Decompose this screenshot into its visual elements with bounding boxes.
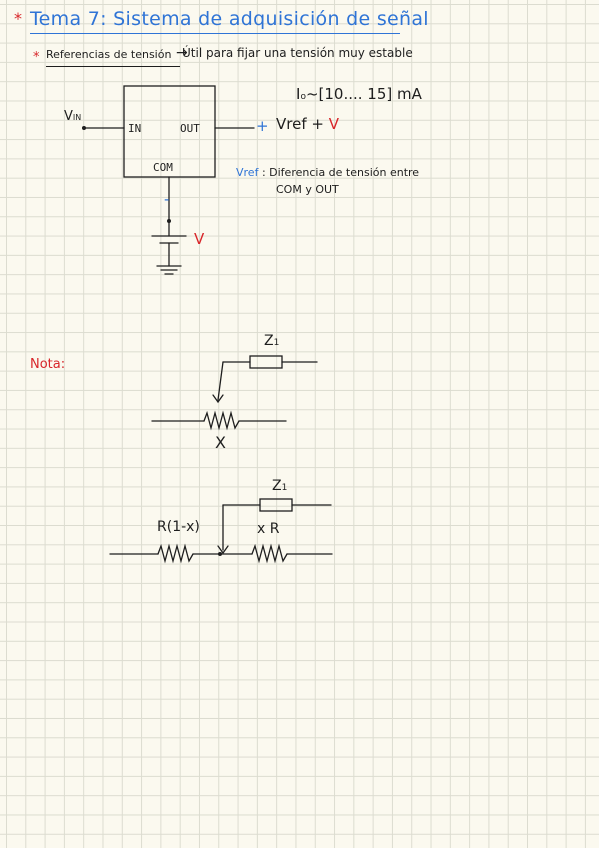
arrow-right-icon: → bbox=[176, 45, 188, 61]
section-description: Útil para fijar una tensión muy estable bbox=[182, 46, 413, 60]
page-title: Tema 7: Sistema de adquisición de señal bbox=[30, 8, 429, 30]
bullet-mark: * bbox=[14, 9, 22, 28]
minus-sign: - bbox=[164, 190, 170, 208]
title-underline bbox=[30, 33, 400, 34]
z1-label-3: Z1 bbox=[272, 478, 288, 494]
battery-v-label: V bbox=[194, 230, 205, 248]
wiper-line bbox=[217, 361, 224, 401]
section-heading-underline bbox=[46, 66, 180, 67]
vref-definition: Vref : Diferencia de tensión entre bbox=[236, 166, 420, 179]
x-label: X bbox=[215, 433, 226, 452]
z1-label-2: Z1 bbox=[264, 333, 280, 349]
wiper-arrow bbox=[212, 394, 224, 404]
plus-sign: + bbox=[256, 117, 269, 135]
pin-com-label: COM bbox=[153, 161, 173, 174]
pot-resistor bbox=[203, 410, 240, 431]
section-heading: Referencias de tensión bbox=[46, 48, 172, 61]
current-range: Io~[10.... 15] mA bbox=[296, 85, 422, 103]
vin-label: VIN bbox=[64, 109, 82, 124]
z1-resistor-2 bbox=[249, 355, 283, 369]
pin-out-label: OUT bbox=[180, 122, 200, 135]
z1-resistor-3 bbox=[259, 498, 293, 512]
resistor-r-1-x bbox=[157, 543, 194, 564]
pin-in-label: IN bbox=[128, 122, 142, 135]
vref-out-label: Vref + V bbox=[276, 115, 339, 133]
resistor-xr bbox=[251, 543, 288, 564]
xr-label: x R bbox=[257, 521, 280, 537]
vref-definition-line2: COM y OUT bbox=[276, 183, 339, 196]
note-label: Nota: bbox=[30, 357, 66, 372]
r-1-x-label: R(1-x) bbox=[157, 519, 200, 535]
bullet-mark-2: * bbox=[33, 50, 40, 65]
